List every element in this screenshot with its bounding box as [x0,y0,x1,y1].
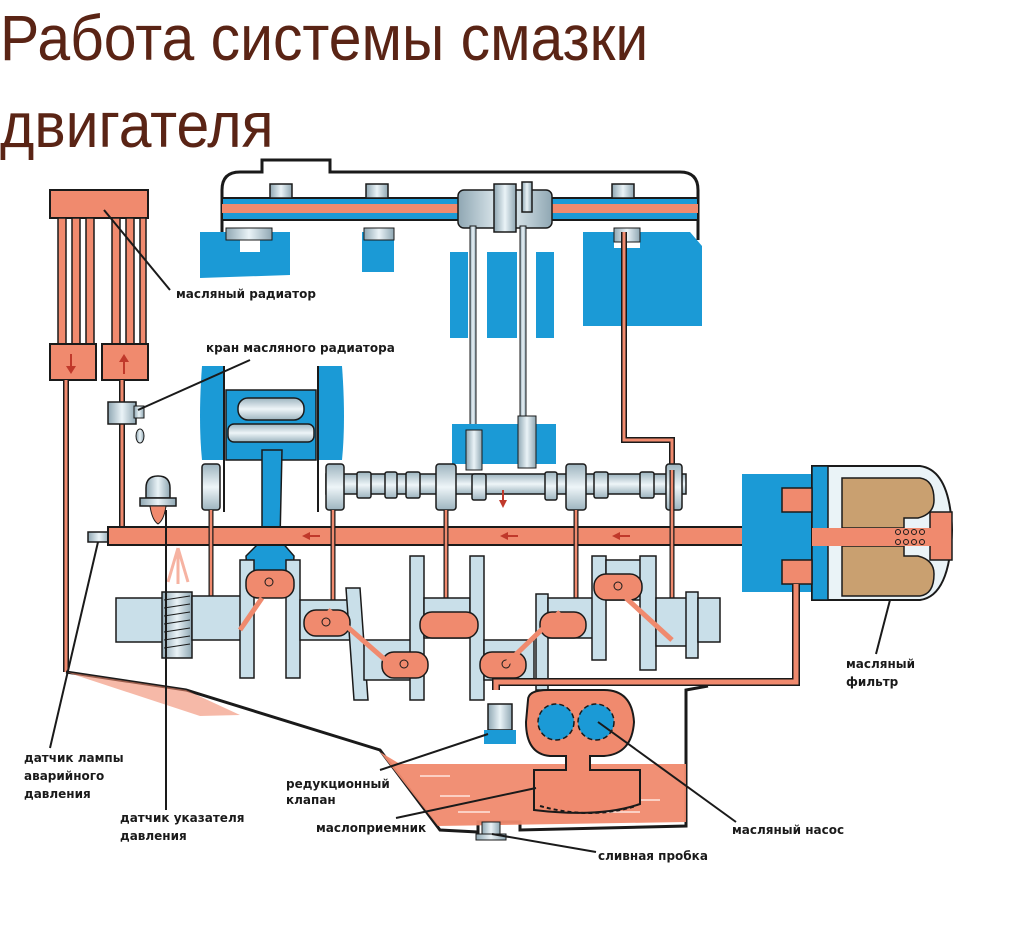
arrow-up-icon [119,354,129,374]
label-drain-plug: сливная пробка [598,849,708,863]
rocker-shaft [221,181,699,233]
camshaft [201,463,687,511]
title-line-1: Работа системы смазки [0,2,649,74]
warning-lamp-sensor [87,531,111,543]
label-pressure-gauge-sensor-2: давления [120,829,187,843]
leader-lines [49,209,891,853]
tappet-guides [452,415,556,471]
label-oil-radiator: масляный радиатор [176,287,316,301]
pump-filter-line [492,584,800,690]
valve-cover [220,158,700,250]
label-warning-lamp-sensor-1: датчик лампы [24,751,124,765]
label-pressure-relief-valve-1: редукционный [286,777,390,791]
piston-cylinder [200,366,344,591]
label-warning-lamp-sensor-3: давления [24,787,91,801]
gear-icon [577,703,615,741]
label-pressure-relief-valve-2: клапан [286,793,336,807]
arrow-down-icon [66,354,76,374]
gear-icon [537,703,575,741]
pressure-gauge-sensor [139,475,177,525]
oil-radiator [49,189,149,381]
label-pressure-gauge-sensor-1: датчик указателя [120,811,244,825]
arrow-down-icon [499,490,507,508]
oil-pump [524,689,641,814]
label-oil-filter-2: фильтр [846,675,899,689]
title-line-2: двигателя [0,89,274,161]
drain-plug [475,821,507,841]
label-oil-filter-1: масляный [846,657,915,671]
oil-filter [742,465,954,601]
rocker-oil-feed-line [621,232,675,470]
oil-radiator-tap [107,401,145,444]
pressure-relief-valve [484,703,516,744]
crankshaft [115,555,721,701]
label-oil-intake: маслоприемник [316,821,426,835]
label-oil-pump: масляный насос [732,823,844,837]
cylinder-head [200,227,702,338]
label-oil-radiator-tap: кран масляного радиатора [206,341,395,355]
oil-spray [166,547,190,584]
label-warning-lamp-sensor-2: аварийного [24,769,104,783]
